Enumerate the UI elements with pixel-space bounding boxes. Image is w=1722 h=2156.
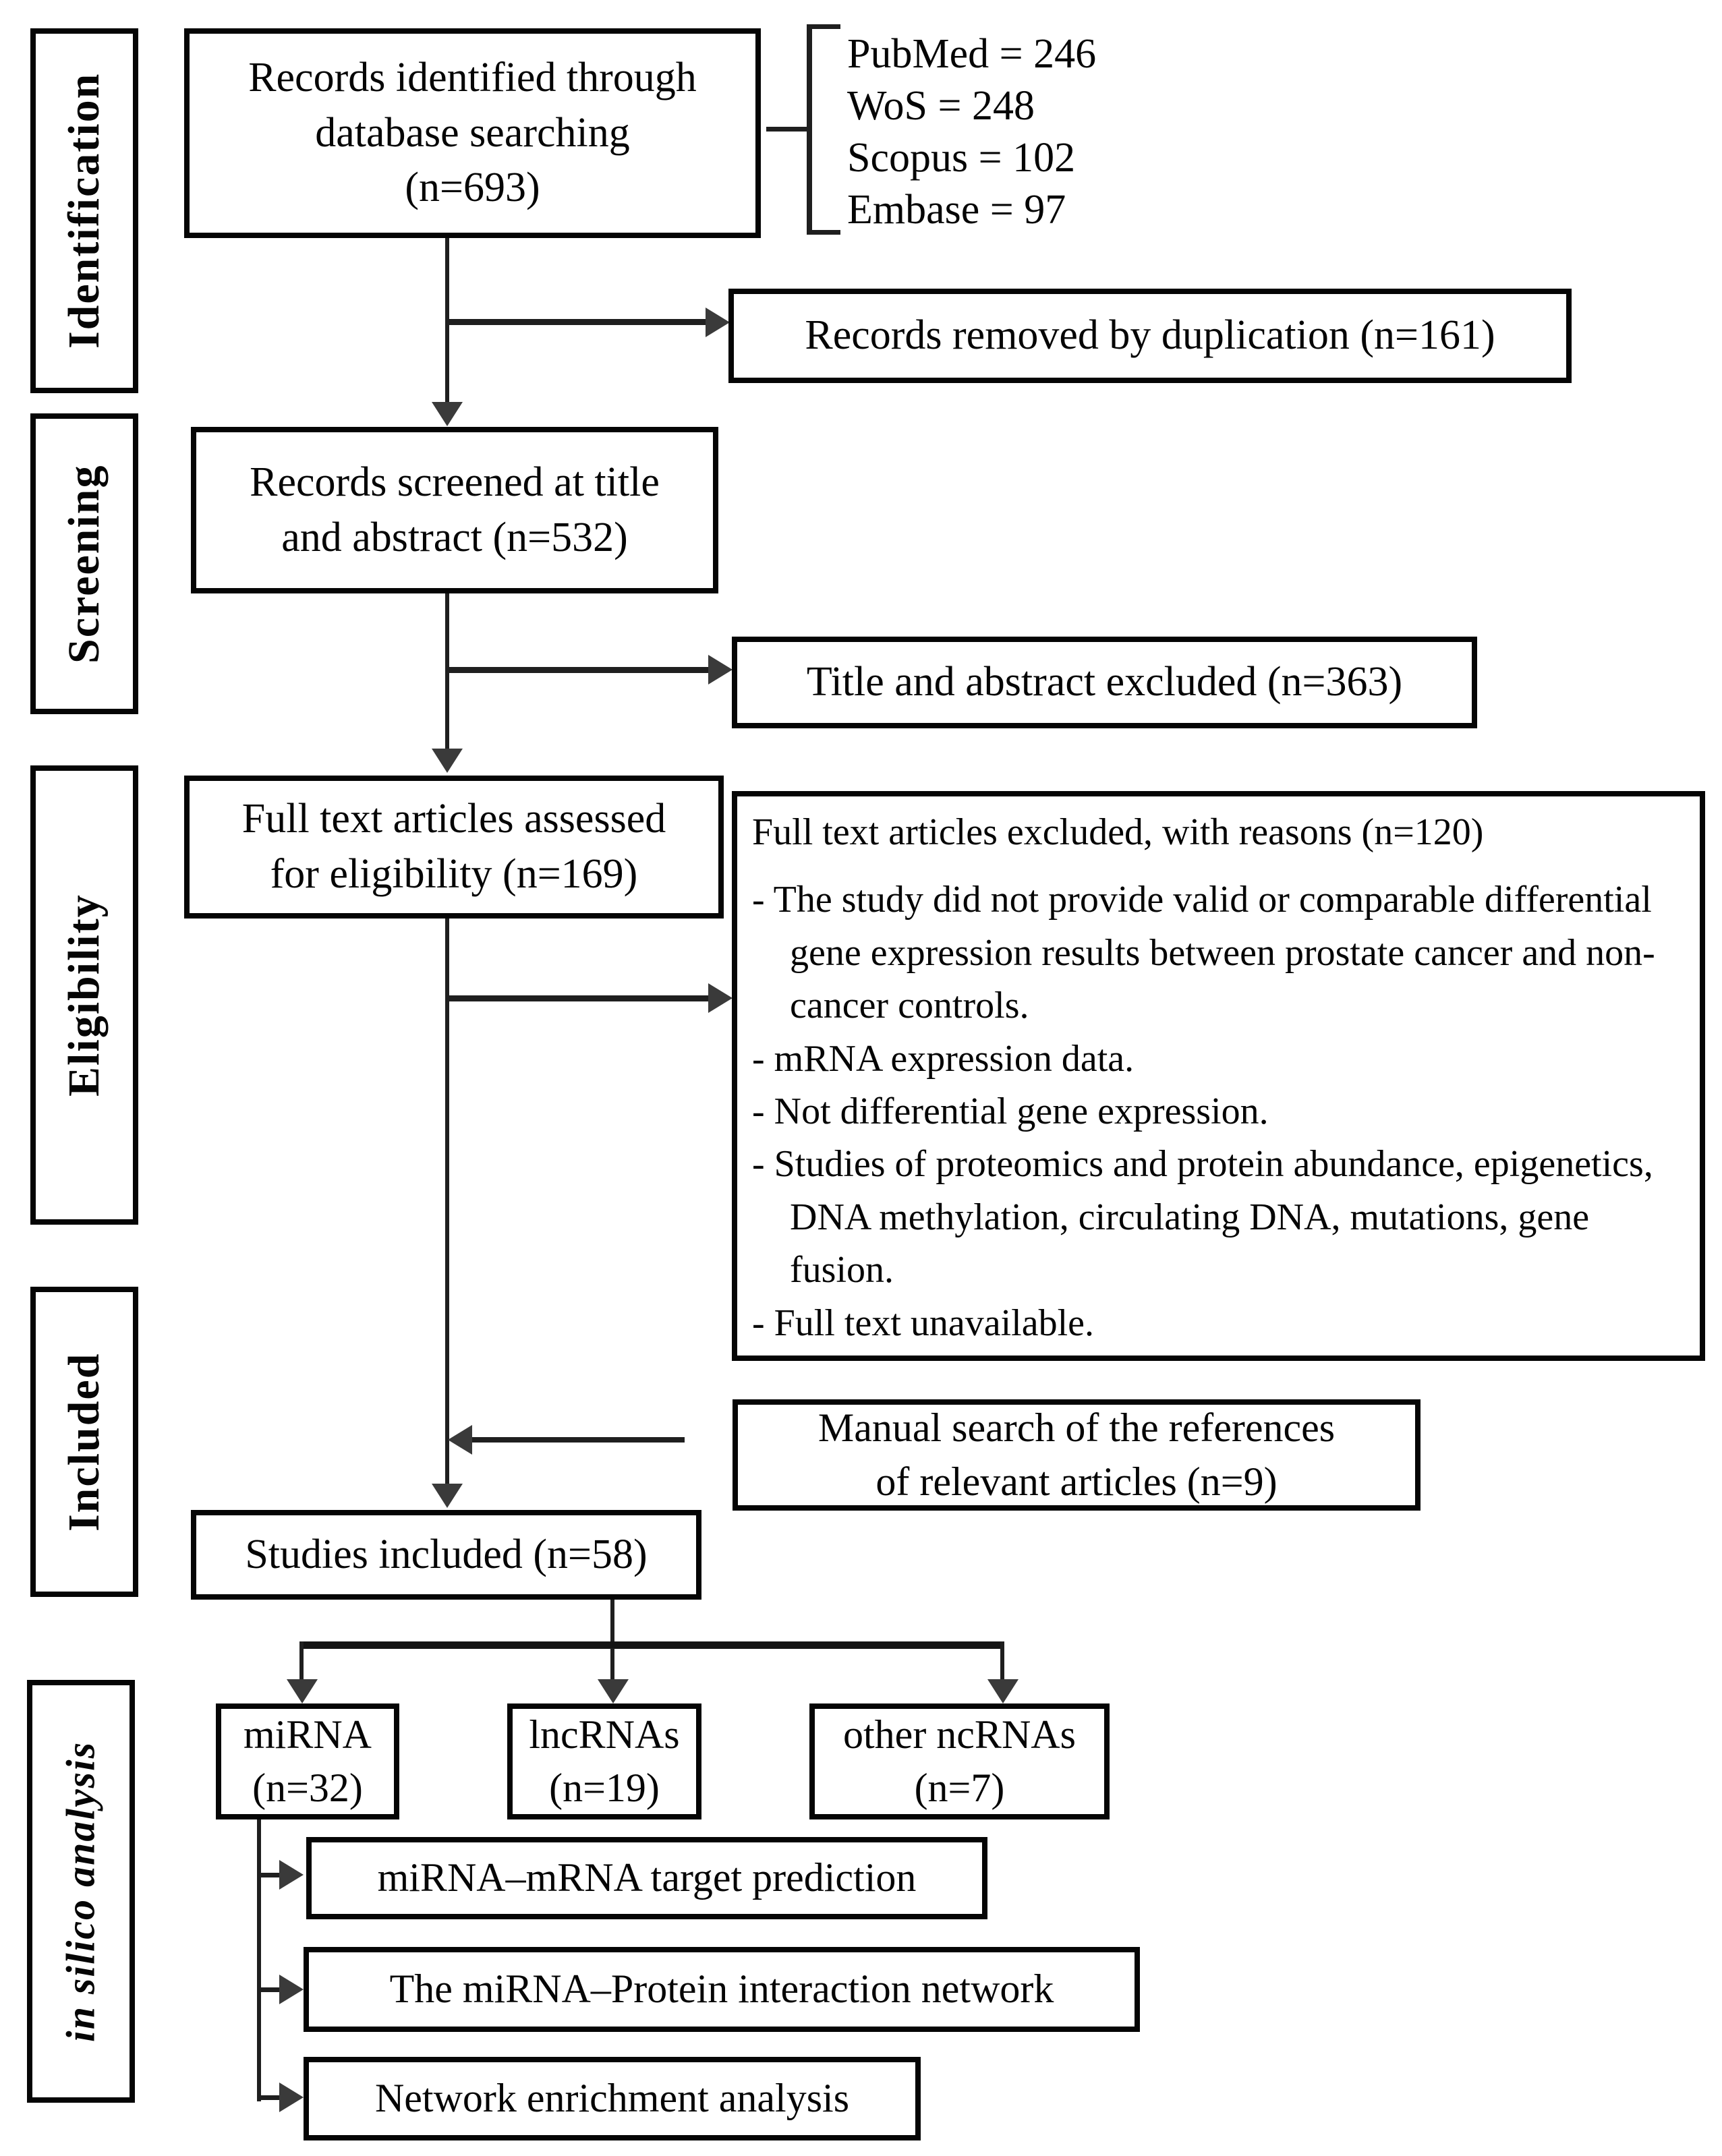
box-duplicates-removed: Records removed by duplication (n=161) <box>728 289 1572 383</box>
arrowhead-down-icon <box>432 1484 463 1508</box>
split-bar-line <box>299 1641 1004 1649</box>
box-studies-included: Studies included (n=58) <box>191 1510 701 1600</box>
box-records-screened: Records screened at title and abstract (… <box>191 427 718 593</box>
bracket-bar <box>807 24 812 235</box>
exclusion-reason: - mRNA expression data. <box>752 1037 1135 1080</box>
box-enrichment-analysis: Network enrichment analysis <box>304 2057 921 2140</box>
database-count-wos: WoS = 248 <box>847 83 1035 129</box>
stage-label-included: Included <box>30 1287 138 1597</box>
split-stem-line <box>610 1600 614 1647</box>
box-title-abstract-excluded: Title and abstract excluded (n=363) <box>732 637 1477 728</box>
box-fulltext-assessed: Full text articles assessed for eligibil… <box>184 776 724 919</box>
database-count-list: PubMed = 246 WoS = 248 Scopus = 102 Emba… <box>847 28 1096 236</box>
bracket-tick-bottom <box>807 230 840 235</box>
arrowhead-left-icon <box>448 1425 472 1455</box>
analysis-stem-line <box>257 1819 261 2101</box>
stage-label-in-silico-analysis: in silico analysis <box>27 1680 135 2103</box>
branch-manual-search-line <box>472 1437 685 1443</box>
arrowhead-right-icon <box>708 983 733 1013</box>
split-right-drop-line <box>1000 1641 1004 1682</box>
stage-label-screening: Screening <box>30 413 138 714</box>
exclusion-reason: - Full text unavailable. <box>752 1302 1094 1344</box>
database-count-pubmed: PubMed = 246 <box>847 31 1097 77</box>
arrowhead-down-icon <box>432 749 463 773</box>
arrowhead-down-icon <box>432 402 463 426</box>
arrowhead-right-icon <box>279 2082 304 2112</box>
box-mirna: miRNA (n=32) <box>216 1703 399 1819</box>
database-count-embase: Embase = 97 <box>847 187 1066 233</box>
branch-to-fulltext-excluded-line <box>445 995 712 1001</box>
stage-label-eligibility: Eligibility <box>30 765 138 1225</box>
box-fulltext-excluded-reasons: Full text articles excluded, with reason… <box>732 791 1705 1361</box>
box-target-prediction: miRNA–mRNA target prediction <box>306 1837 987 1919</box>
exclusion-reason: - Not differential gene expression. <box>752 1090 1269 1132</box>
box-manual-search: Manual search of the references of relev… <box>733 1399 1420 1511</box>
branch-to-duplicates-line <box>445 319 710 325</box>
exclusion-reason: - Studies of proteomics and protein abun… <box>752 1143 1653 1291</box>
arrowhead-right-icon <box>708 655 733 684</box>
arrowhead-down-icon <box>987 1679 1018 1703</box>
analysis-branch-line <box>257 1873 283 1877</box>
arrow-fulltext-to-included-line <box>445 919 449 1490</box>
analysis-branch-line <box>257 2095 283 2100</box>
box-protein-network: The miRNA–Protein interaction network <box>304 1947 1140 2032</box>
exclusion-reason: - The study did not provide valid or com… <box>752 879 1655 1027</box>
arrowhead-right-icon <box>279 1860 304 1890</box>
bracket-connector-line <box>766 127 808 132</box>
split-middle-drop-line <box>610 1648 614 1682</box>
analysis-branch-line <box>257 1987 283 1992</box>
split-left-drop-line <box>299 1641 304 1682</box>
box-lncrnas: lncRNAs (n=19) <box>507 1703 701 1819</box>
fulltext-excluded-header: Full text articles excluded, with reason… <box>752 811 1484 853</box>
arrowhead-down-icon <box>598 1679 629 1703</box>
bracket-tick-top <box>807 24 840 29</box>
branch-to-title-abstract-excluded-line <box>445 667 712 673</box>
database-count-scopus: Scopus = 102 <box>847 135 1076 181</box>
stage-label-identification: Identification <box>30 28 138 393</box>
arrowhead-right-icon <box>279 1975 304 2004</box>
arrowhead-down-icon <box>287 1679 318 1703</box>
arrowhead-right-icon <box>706 308 730 337</box>
box-records-identified: Records identified through database sear… <box>184 28 761 238</box>
box-other-ncrnas: other ncRNAs (n=7) <box>809 1703 1110 1819</box>
